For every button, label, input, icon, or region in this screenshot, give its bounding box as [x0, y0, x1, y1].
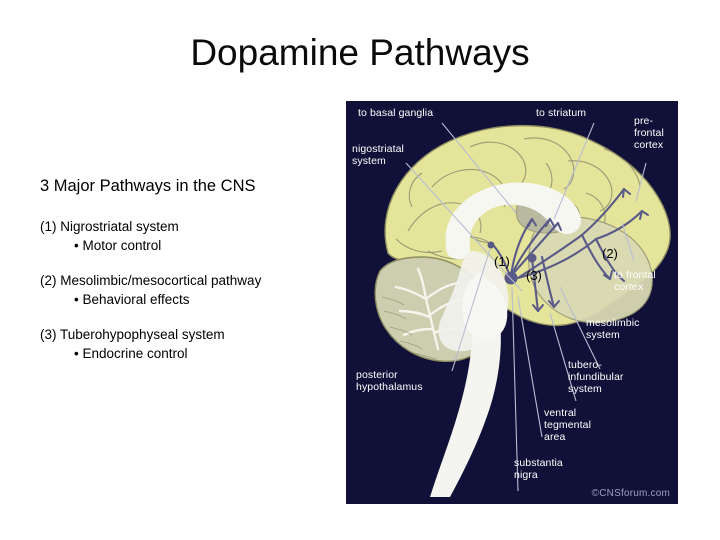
figure-marker-3: (3)	[526, 268, 542, 283]
figure-label-nigostriatal-system: nigostriatal system	[352, 143, 404, 168]
figure-label-tuberoinfundibular-system: tubero- infundibular system	[568, 359, 624, 396]
pathway-sub-2: • Behavioral effects	[74, 292, 190, 307]
figure-label-substantia-nigra: substantia nigra	[514, 457, 563, 482]
section-heading: 3 Major Pathways in the CNS	[40, 177, 256, 195]
pathway-group-2: (2) Mesolimbic/mesocortical pathway • Be…	[40, 271, 340, 309]
pathways-text-column: 3 Major Pathways in the CNS (1) Nigrostr…	[40, 176, 340, 379]
dopamine-pathway-arrows	[492, 187, 649, 313]
vta-node	[527, 253, 537, 263]
figure-marker-2: (2)	[602, 246, 618, 261]
figure-label-to-striatum: to striatum	[536, 107, 587, 119]
page-title: Dopamine Pathways	[190, 32, 530, 73]
pathway-sub-1: • Motor control	[74, 238, 162, 253]
pathway-group-1: (1) Nigrostriatal system • Motor control	[40, 217, 340, 255]
pathway-group-3: (3) Tuberohypophyseal system • Endocrine…	[40, 325, 340, 363]
figure-label-to-basal-ganglia: to basal ganglia	[358, 107, 434, 119]
pathway-item-1: (1) Nigrostriatal system	[40, 219, 179, 234]
label-leader-lines	[405, 122, 647, 492]
figure-label-to-frontal-cortex: to frontal cortex	[614, 269, 656, 294]
pathway-item-3: (3) Tuberohypophyseal system	[40, 327, 225, 342]
brain-diagram-figure: to basal ganglia nigostriatal system to …	[346, 101, 678, 504]
figure-label-prefrontal-cortex: pre- frontal cortex	[634, 115, 664, 152]
pathway-sub-3: • Endocrine control	[74, 346, 188, 361]
figure-label-posterior-hypothalamus: posterior hypothalamus	[356, 369, 423, 394]
figure-marker-1: (1)	[494, 254, 510, 269]
figure-label-mesolimbic-system: mesolimbic system	[586, 317, 640, 342]
hypothalamus-node	[487, 241, 495, 249]
pathway-item-2: (2) Mesolimbic/mesocortical pathway	[40, 273, 262, 288]
figure-label-ventral-tegmental-area: ventral tegmental area	[544, 407, 592, 444]
brain-illustration	[346, 101, 678, 504]
figure-credit: ©CNSforum.com	[591, 488, 670, 499]
